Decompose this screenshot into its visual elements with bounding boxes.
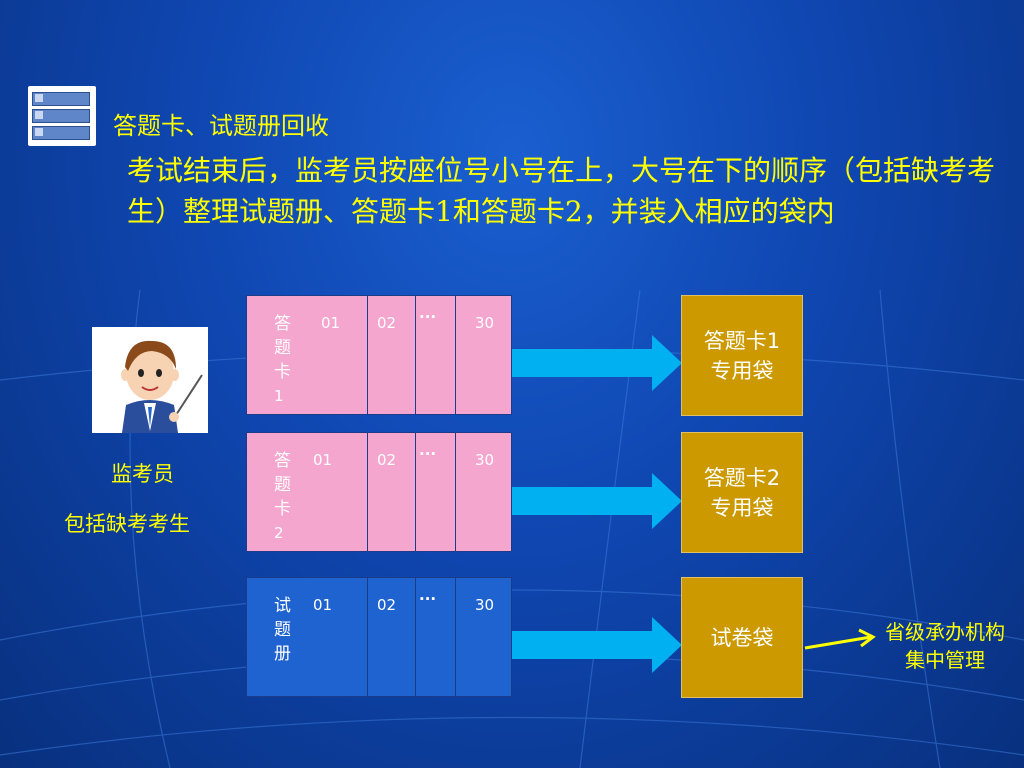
card-name: 答 题 卡 1: [274, 314, 291, 405]
arrow-right-icon: [512, 617, 682, 673]
test-paper-bag: 试卷袋: [681, 577, 803, 698]
answer-card-1-bag: 答题卡1 专用袋: [681, 295, 803, 416]
seat-ellipsis: ···: [419, 445, 437, 463]
seat-last: 30: [475, 451, 495, 469]
slide-logo-icon: [28, 86, 96, 146]
invigilator-icon: [92, 327, 208, 433]
seat-second: 02: [377, 451, 397, 469]
seat-last: 30: [475, 596, 495, 614]
absent-examinee-label: 包括缺考考生: [64, 512, 190, 536]
answer-card-2-stack: 答 题 卡 2 01 02 ··· 30: [246, 432, 512, 552]
answer-card-1-stack: 答 题 卡 1 01 02 ··· 30: [246, 295, 512, 415]
seat-second: 02: [377, 314, 397, 332]
seat-first: 01: [313, 596, 333, 614]
slide-title: 答题卡、试题册回收: [113, 112, 329, 140]
test-booklet-stack: 试 题 册 01 02 ··· 30: [246, 577, 512, 697]
answer-card-2-bag: 答题卡2 专用袋: [681, 432, 803, 553]
card-name: 试 题 册: [274, 596, 291, 664]
arrow-right-icon: [512, 335, 682, 391]
invigilator-label: 监考员: [111, 462, 174, 486]
provincial-management-label: 省级承办机构 集中管理: [885, 620, 1005, 672]
seat-last: 30: [475, 314, 495, 332]
arrow-right-icon: [804, 628, 876, 650]
slide-description: 考试结束后，监考员按座位号小号在上，大号在下的顺序（包括缺考考生）整理试题册、答…: [127, 154, 996, 228]
seat-first: 01: [321, 314, 341, 332]
seat-ellipsis: ···: [419, 590, 437, 608]
card-name: 答 题 卡 2: [274, 451, 291, 542]
seat-first: 01: [313, 451, 333, 469]
arrow-right-icon: [512, 473, 682, 529]
seat-second: 02: [377, 596, 397, 614]
seat-ellipsis: ···: [419, 308, 437, 326]
